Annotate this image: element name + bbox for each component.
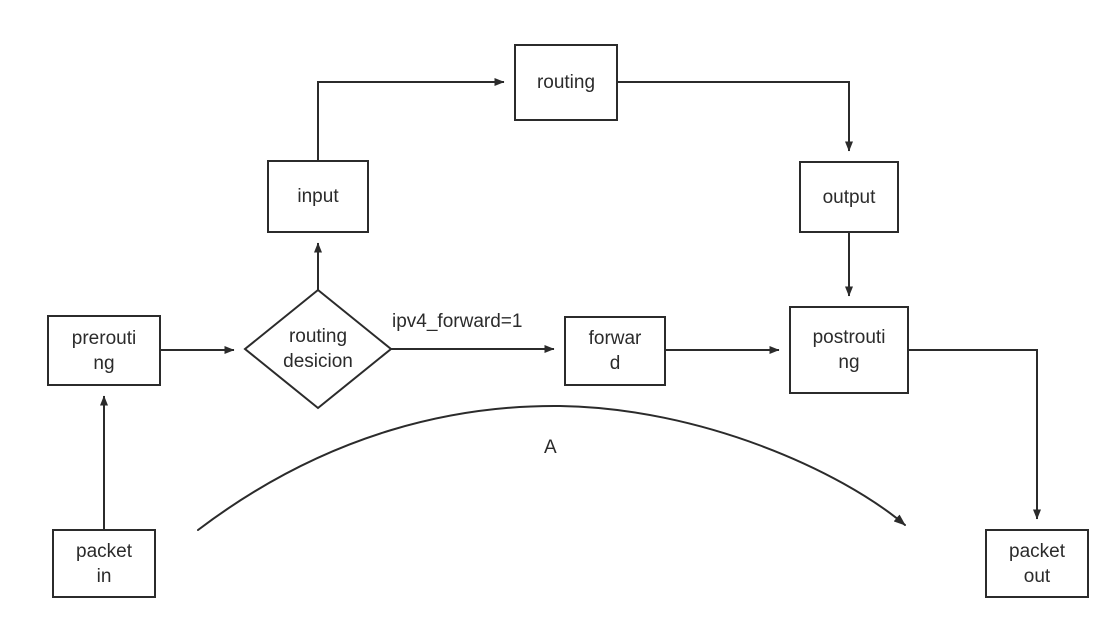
edge-label-ipv4-forward: ipv4_forward=1: [392, 311, 523, 332]
node-output[interactable]: [799, 161, 899, 233]
edge-forward-path-arc: [197, 404, 906, 531]
node-forward[interactable]: [564, 316, 666, 386]
node-packet-out[interactable]: [985, 529, 1089, 598]
edge-label-arc-a: A: [544, 437, 557, 458]
node-input[interactable]: [267, 160, 369, 233]
node-prerouting[interactable]: [47, 315, 161, 386]
node-postrouting[interactable]: [789, 306, 909, 394]
node-packet-in[interactable]: [52, 529, 156, 598]
edge-postrouting-to-packet-out: [908, 349, 1041, 520]
node-routing-decision[interactable]: [243, 288, 393, 410]
edge-input-to-routing: [317, 78, 505, 161]
node-routing[interactable]: [514, 44, 618, 121]
edge-routing-to-output: [617, 81, 853, 152]
